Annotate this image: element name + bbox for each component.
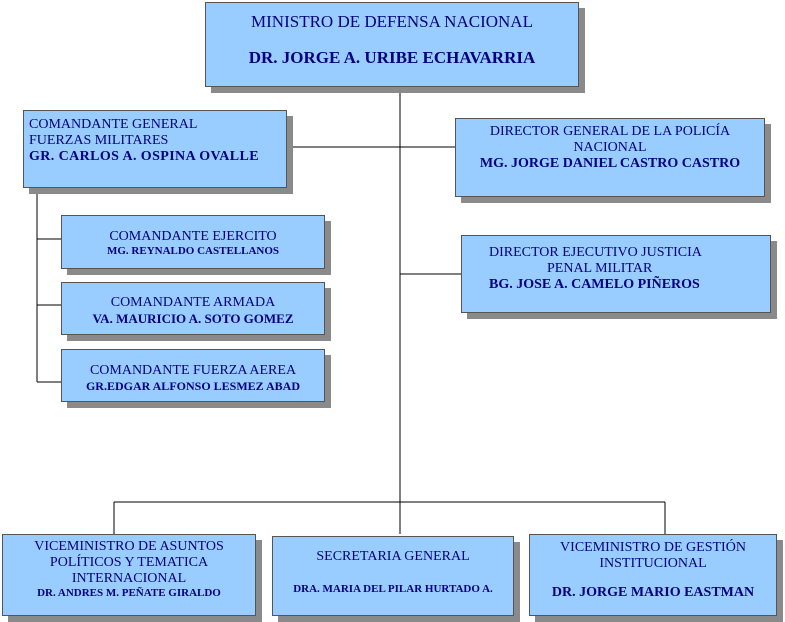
minister-name: DR. JORGE A. URIBE ECHAVARRIA — [248, 48, 536, 67]
secretary-box: SECRETARIA GENERAL DRA. MARIA DEL PILAR … — [272, 536, 514, 616]
army-title: COMANDANTE EJERCITO — [109, 229, 277, 244]
air-force-title: COMANDANTE FUERZA AEREA — [89, 363, 297, 378]
commander-general-line1: COMANDANTE GENERAL — [29, 117, 198, 132]
vice-political-box: VICEMINISTRO DE ASUNTOS POLÍTICOS Y TEMA… — [2, 534, 256, 616]
secretary-title: SECRETARIA GENERAL — [316, 549, 470, 564]
police-director-line1: DIRECTOR GENERAL DE LA POLICÍA — [489, 124, 731, 139]
vice-management-line2: INSTITUCIONAL — [599, 556, 707, 571]
navy-title: COMANDANTE ARMADA — [110, 295, 276, 310]
air-force-name: GR.EDGAR ALFONSO LESMEZ ABAD — [85, 379, 301, 393]
secretary-name: DRA. MARIA DEL PILAR HURTADO A. — [293, 583, 493, 595]
vice-political-line3: INTERNACIONAL — [71, 571, 187, 586]
commander-general-box: COMANDANTE GENERAL FUERZAS MILITARES GR.… — [23, 110, 287, 188]
vice-management-line1: VICEMINISTRO DE GESTIÓN — [560, 540, 746, 555]
justice-director-line2: PENAL MILITAR — [547, 261, 653, 276]
police-director-line2: NACIONAL — [573, 140, 647, 155]
police-director-name: MG. JORGE DANIEL CASTRO CASTRO — [479, 156, 741, 171]
air-force-box: COMANDANTE FUERZA AEREA GR.EDGAR ALFONSO… — [61, 349, 325, 402]
minister-title: MINISTRO DE DEFENSA NACIONAL — [251, 12, 533, 31]
justice-director-name: BG. JOSE A. CAMELO PIÑEROS — [489, 277, 700, 292]
army-box: COMANDANTE EJERCITO MG. REYNALDO CASTELL… — [61, 215, 325, 269]
justice-director-box: DIRECTOR EJECUTIVO JUSTICIA PENAL MILITA… — [461, 235, 771, 313]
vice-management-box: VICEMINISTRO DE GESTIÓN INSTITUCIONAL DR… — [529, 534, 777, 616]
vice-political-line1: VICEMINISTRO DE ASUNTOS — [34, 539, 224, 554]
navy-box: COMANDANTE ARMADA VA. MAURICIO A. SOTO G… — [61, 282, 325, 335]
vice-political-name: DR. ANDRES M. PEÑATE GIRALDO — [37, 587, 221, 599]
commander-general-line2: FUERZAS MILITARES — [29, 133, 169, 148]
minister-box: MINISTRO DE DEFENSA NACIONAL DR. JORGE A… — [205, 2, 579, 87]
vice-management-name: DR. JORGE MARIO EASTMAN — [551, 585, 755, 600]
navy-name: VA. MAURICIO A. SOTO GOMEZ — [92, 311, 294, 326]
commander-general-name: GR. CARLOS A. OSPINA OVALLE — [29, 149, 259, 164]
justice-director-line1: DIRECTOR EJECUTIVO JUSTICIA — [489, 245, 702, 260]
army-name: MG. REYNALDO CASTELLANOS — [106, 245, 280, 257]
police-director-box: DIRECTOR GENERAL DE LA POLICÍA NACIONAL … — [455, 118, 765, 197]
vice-political-line2: POLÍTICOS Y TEMATICA — [49, 555, 209, 570]
